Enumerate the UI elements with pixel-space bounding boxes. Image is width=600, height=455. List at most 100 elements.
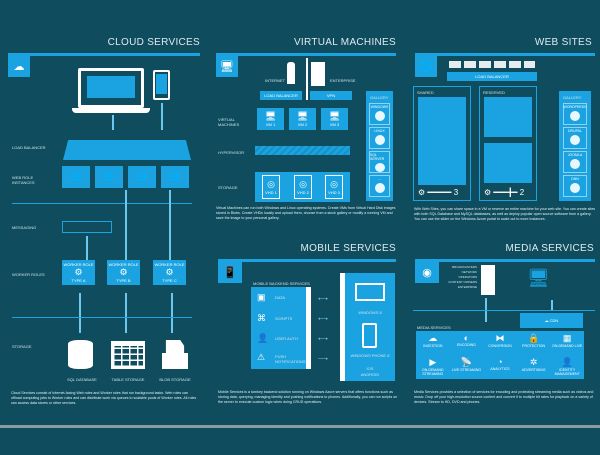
table-icon [111,341,145,369]
reserved-site [484,143,532,183]
worker-role: WORKER ROLE⚙TYPE B [107,260,140,285]
media-service-icon: 📡 [460,357,472,367]
load-balancer [63,140,191,160]
media-service-icon: ⧓ [495,333,505,343]
divider [415,259,595,262]
media-service-icon: 🔒 [527,333,540,343]
media-service: ◔ANALYTICS [483,357,517,379]
vm-tile: 🖥VM 1 [257,108,284,130]
laptop-icon [355,283,385,301]
web-role-instance: 🌐 [62,166,90,188]
building-icon [481,265,495,295]
media-service: ▶ON-DEMAND STREAMING [416,357,450,379]
load-balancer-label: LOAD BALANCER [264,93,298,98]
scripts-icon: ⌘ [257,313,266,323]
media-service-label: IDENTITY MANAGEMENT [554,368,580,376]
building-icon [311,62,325,86]
media-service-label: ON-DEMAND STREAMING [422,368,444,376]
vpn-label: VPN [326,93,336,98]
mobile-title: MOBILE SERVICES [300,243,396,254]
media-service: ▦ON-DEMAND LIVE [550,333,584,355]
web-description: With Web Sites, you can share space in a… [414,207,596,221]
media-icon: ◉ [415,261,439,283]
globe-icon: 🌐 [415,55,437,77]
arrow [125,293,127,333]
shared-label: SHARED [417,90,434,95]
gallery-label: GALLERY [370,95,389,100]
gallery-item-label: WORDPRESS [563,105,587,109]
sources-label: Broadcasters Network Operators Content O… [448,265,477,289]
gallery-item-label: LINUX [374,129,385,133]
store-label: TABLE STORAGE [111,377,145,382]
client-label: WINDOWS 8 [358,310,382,315]
divider [216,53,396,56]
phone-icon [153,70,170,100]
server-row [449,61,535,68]
vm-name: VM 2 [297,121,308,127]
arrow [112,115,114,130]
messaging-label: MESSAGING [12,225,37,230]
backend-item: DATA [275,295,286,300]
vm-gallery [366,91,393,201]
divider [415,53,595,56]
clients-box [340,273,395,381]
media-service-label: PROTECTION [522,344,546,348]
reserved-label: RESERVED [483,90,505,95]
gallery-image: ... [369,175,390,197]
cloud-services-title: CLOUD SERVICES [107,37,200,48]
gallery-item-label: DRUPAL [568,129,582,133]
gallery-item-label: WINDOWS [370,105,389,109]
vm-description: Virtual Machines can run both Windows an… [216,206,396,220]
phone-icon [362,323,377,348]
web-role-label: WEB ROLE INSTANCES [12,175,35,185]
vhd-name: VHD 3 [328,189,340,195]
person-icon [287,62,295,84]
web-role-instance: 🌐 [161,166,189,188]
vm-name: VM 3 [329,121,340,127]
media-service-label: ANALYTICS [490,367,510,371]
database-icon [68,340,93,369]
slider-shared[interactable]: ⚙ ━━━━━ 3 [418,188,459,197]
worker-roles-label: WORKER ROLES [12,272,45,277]
user-icon: 👤 [257,333,269,343]
cloud-description: Cloud Services consist of Internet-facin… [11,391,197,405]
worker-type: TYPE A [71,278,86,283]
slider-reserved[interactable]: ⚙ ━━━╋━ 2 [484,188,525,197]
cdn-label: CDN [549,318,559,323]
vhd-disk: ◎VHD 2 [294,175,312,199]
media-service-icon: ▦ [562,333,572,343]
laptop-icon [78,68,144,108]
blob-icon [162,340,188,369]
storage-label: STORAGE [218,185,238,190]
vhd-name: VHD 2 [297,189,309,195]
arrow [125,190,127,260]
vhd-name: VHD 1 [265,189,277,195]
worker-type: TYPE C [162,278,177,283]
message-queue [62,221,112,233]
cdn-box: ☁ CDN [520,313,583,328]
gallery-app: JOOMLA [563,151,587,173]
load-balancer: LOAD BALANCER [260,91,302,100]
gallery-item-label: JOOMLA [567,153,583,157]
backend-box [251,287,311,369]
gallery-label: GALLERY [563,95,582,100]
web-sites-title: WEB SITES [534,37,592,48]
vm-title: VIRTUAL MACHINES [293,37,396,48]
media-service-label: INGESTION [423,344,443,348]
gallery-app: DNN [563,175,587,197]
media-service: 📡LIVE STREAMING [450,357,484,379]
media-title: MEDIA SERVICES [505,243,594,254]
media-service-icon: ▶ [429,357,437,367]
arrow [86,236,88,260]
gallery-image: LINUX [369,127,390,149]
media-description: Media Services provides a selection of s… [414,390,594,404]
gallery-item-label: SQL SERVER [370,153,385,161]
web-role-instance: 🌐 [95,166,123,188]
media-service-icon: ◐ [463,333,470,343]
gallery-item-label: DNN [571,177,579,181]
vm-tile: 🖥VM 2 [289,108,316,130]
shared-sites [418,97,466,185]
load-balancer-label: LOAD BALANCER [12,145,46,150]
backend-label: MOBILE BACKEND SERVICES [253,281,310,286]
divider [218,259,396,262]
